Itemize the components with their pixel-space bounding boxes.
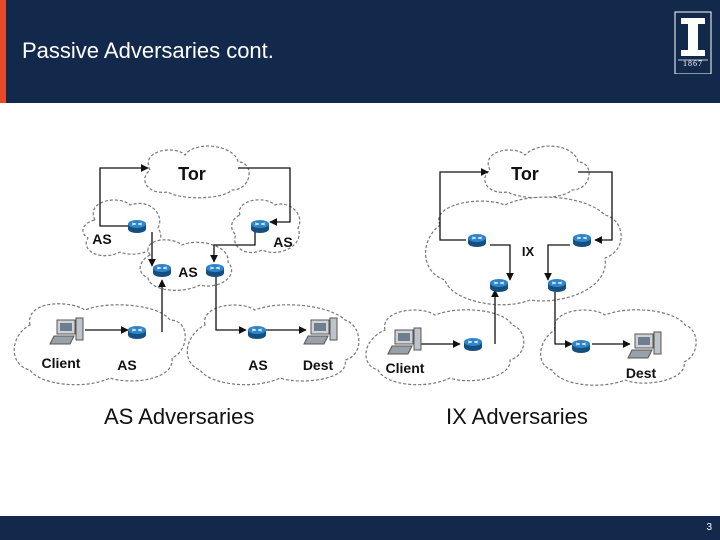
- ix-client-label: Client: [386, 360, 425, 376]
- slide-title: Passive Adversaries cont.: [22, 38, 274, 63]
- as-link-middle-to-dest-as: [215, 276, 247, 334]
- router-icon: [127, 219, 147, 234]
- ix-link-tor-to-left: [439, 168, 489, 241]
- ix-link-left-to-lower: [490, 244, 514, 281]
- ix-link-right-to-lower: [544, 244, 570, 281]
- router-icon: [127, 325, 147, 340]
- router-icon: [572, 233, 592, 248]
- as-tor-label: Tor: [178, 164, 206, 184]
- as-dest-as-label: AS: [248, 357, 267, 373]
- as-client-as-label: AS: [117, 357, 136, 373]
- cloud-client-as: [13, 303, 186, 386]
- header-accent-bar: [0, 0, 6, 103]
- router-icon: [547, 278, 567, 293]
- ix-adversaries-caption: IX Adversaries: [446, 404, 588, 429]
- page-number: 3: [706, 522, 712, 533]
- as-middle-label: AS: [178, 264, 197, 280]
- as-client-label: Client: [42, 355, 81, 371]
- router-icon: [571, 339, 591, 354]
- cloud-ix: [425, 196, 622, 306]
- university-logo: [674, 11, 712, 74]
- router-icon: [205, 263, 225, 278]
- slide-header: Passive Adversaries cont. 1867: [0, 0, 720, 103]
- as-dest-label: Dest: [303, 357, 334, 373]
- as-link-tor-to-right: [238, 167, 291, 226]
- router-icon: [247, 325, 267, 340]
- router-icon: [467, 233, 487, 248]
- cloud-dest-ix: [540, 309, 697, 386]
- router-icon: [250, 219, 270, 234]
- ix-dest-label: Dest: [626, 365, 657, 381]
- as-left-label: AS: [92, 231, 111, 247]
- router-icon: [463, 337, 483, 352]
- router-icon: [152, 263, 172, 278]
- ix-label: IX: [522, 244, 535, 259]
- logo-year: 1867: [683, 59, 703, 68]
- as-link-tor-to-left: [99, 164, 149, 227]
- cloud-tor-right: [484, 145, 590, 199]
- cloud-tor-left: [144, 145, 250, 199]
- cloud-as-middle: [139, 239, 233, 291]
- as-adversaries-caption: AS Adversaries: [104, 404, 255, 429]
- ix-tor-label: Tor: [511, 164, 539, 184]
- cloud-client-ix: [365, 309, 525, 386]
- slide-footer: 3: [0, 516, 720, 540]
- router-icon: [489, 278, 509, 293]
- as-right-label: AS: [273, 234, 292, 250]
- as-link-right-to-middle: [210, 232, 256, 263]
- network-diagrams: Tor AS AS AS Client AS AS Dest Tor IX Cl…: [13, 145, 697, 386]
- ix-link-lower-to-dest: [554, 292, 573, 348]
- ix-link-tor-to-right: [578, 171, 613, 244]
